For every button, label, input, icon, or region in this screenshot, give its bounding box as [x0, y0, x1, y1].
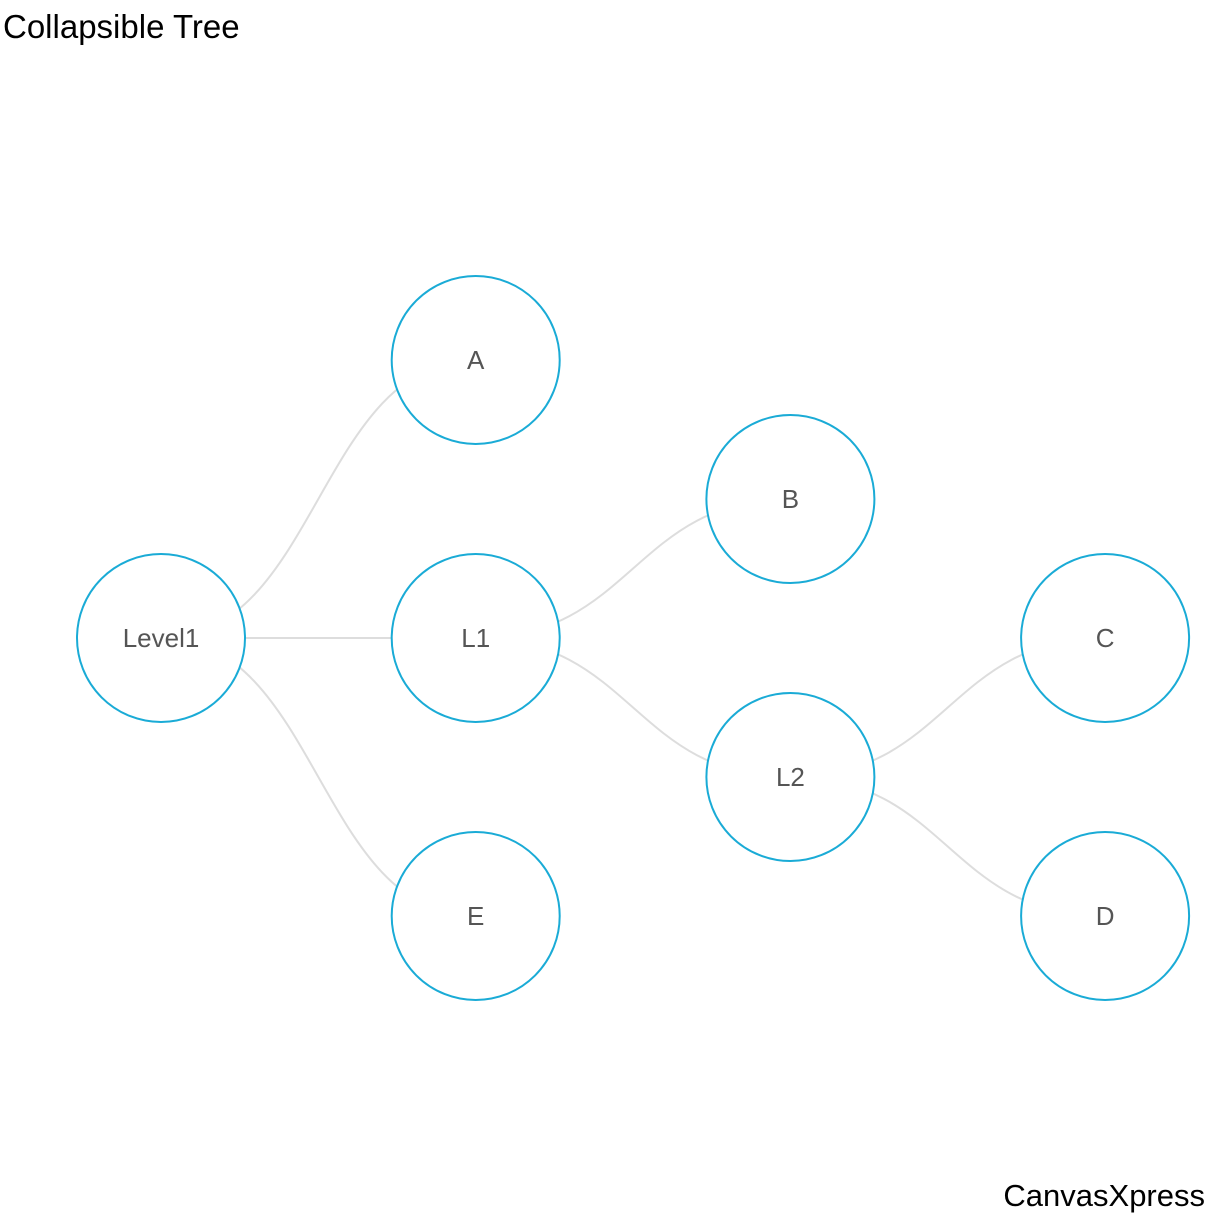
- node-B[interactable]: B: [705, 414, 876, 584]
- node-label: Level1: [123, 623, 200, 653]
- node-label: B: [782, 484, 799, 514]
- node-circle[interactable]: [1020, 553, 1191, 723]
- links-layer: [160, 359, 1106, 917]
- node-circle[interactable]: [390, 831, 561, 1001]
- node-circle[interactable]: [390, 275, 561, 445]
- node-label: D: [1096, 901, 1115, 931]
- node-circle[interactable]: [390, 553, 561, 723]
- node-L2[interactable]: L2: [705, 692, 876, 862]
- node-label: A: [467, 345, 485, 375]
- node-circle[interactable]: [705, 414, 876, 584]
- node-label: L1: [461, 623, 490, 653]
- node-label: L2: [776, 762, 805, 792]
- node-circle[interactable]: [1020, 831, 1191, 1001]
- brand-watermark: CanvasXpress: [1003, 1178, 1205, 1213]
- node-circle[interactable]: [705, 692, 876, 862]
- chart-title: Collapsible Tree: [3, 8, 240, 45]
- node-A[interactable]: A: [390, 275, 561, 445]
- node-D[interactable]: D: [1020, 831, 1191, 1001]
- node-Level1[interactable]: Level1: [76, 553, 246, 723]
- node-label: C: [1096, 623, 1115, 653]
- node-label: E: [467, 901, 484, 931]
- node-circle[interactable]: [76, 553, 246, 723]
- node-C[interactable]: C: [1020, 553, 1191, 723]
- nodes-layer: Level1 A L1E B L2 C D: [76, 275, 1191, 1001]
- node-L1[interactable]: L1: [390, 553, 561, 723]
- node-E[interactable]: E: [390, 831, 561, 1001]
